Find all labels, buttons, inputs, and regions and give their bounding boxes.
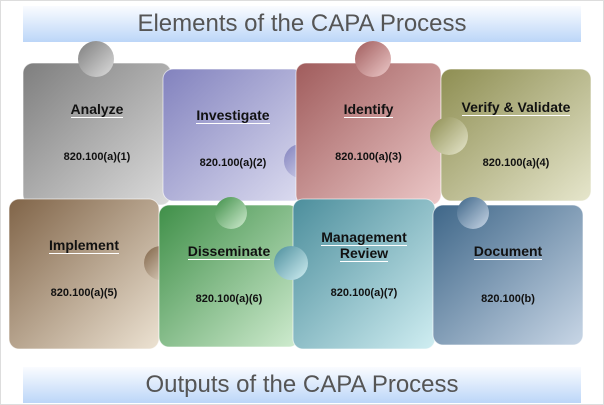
puzzle-piece xyxy=(22,41,172,206)
regulation-code: 820.100(a)(5) xyxy=(50,287,118,299)
regulation-code: 820.100(a)(1) xyxy=(63,151,131,163)
regulation-code: 820.100(a)(4) xyxy=(482,157,550,169)
puzzle-piece xyxy=(295,41,442,206)
regulation-code: 820.100(b) xyxy=(481,293,535,305)
regulation-code: 820.100(a)(3) xyxy=(335,151,402,163)
piece-label: Analyze xyxy=(70,101,124,118)
puzzle-piece xyxy=(274,198,436,350)
piece-label: Implement xyxy=(48,237,119,254)
piece-label: Disseminate xyxy=(187,243,271,260)
puzzle-piece xyxy=(162,68,318,202)
regulation-code: 820.100(a)(2) xyxy=(199,157,267,169)
regulation-code: 820.100(a)(7) xyxy=(330,287,398,299)
puzzle-piece xyxy=(8,198,178,350)
footer-banner: Outputs of the CAPA Process xyxy=(23,367,581,403)
puzzle-piece xyxy=(430,68,592,202)
piece-label: Investigate xyxy=(196,107,270,124)
puzzle-piece xyxy=(158,197,300,348)
piece-label: Verify & Validate xyxy=(461,99,571,116)
regulation-code: 820.100(a)(6) xyxy=(195,293,263,305)
piece-label: Management Review xyxy=(321,229,407,262)
piece-label: Document xyxy=(473,243,543,260)
puzzle-piece xyxy=(432,197,584,346)
piece-label: Identify xyxy=(343,101,394,118)
title-banner: Elements of the CAPA Process xyxy=(23,6,581,42)
